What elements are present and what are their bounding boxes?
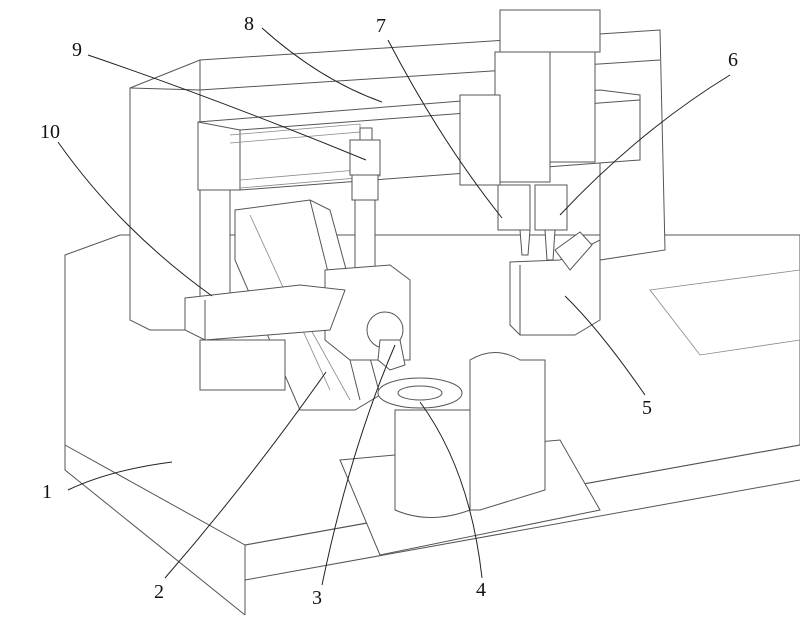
waste-box: [509, 231, 601, 336]
label-5: 5: [642, 397, 652, 419]
leader-1: [67, 461, 173, 491]
label-6: 6: [728, 49, 738, 71]
leader-4: [419, 401, 483, 579]
leader-10: [57, 141, 213, 297]
rotary-fixture: [339, 352, 601, 556]
leader-8: [261, 27, 383, 103]
label-9: 9: [72, 39, 82, 61]
label-2: 2: [154, 581, 164, 603]
leader-lines: [57, 27, 731, 586]
label-4: 4: [476, 579, 486, 601]
leader-5: [564, 295, 646, 396]
label-8: 8: [244, 13, 254, 35]
dispensing-head: [459, 9, 601, 261]
camera-column: [324, 127, 411, 371]
label-7: 7: [376, 15, 386, 37]
label-1: 1: [42, 481, 52, 503]
leader-6: [559, 74, 731, 216]
leader-7: [387, 39, 503, 219]
leader-9: [87, 54, 367, 161]
leader-2: [164, 371, 327, 579]
label-3: 3: [312, 587, 322, 609]
leader-3: [321, 344, 396, 586]
label-10: 10: [40, 121, 60, 143]
material-tray: [184, 284, 346, 391]
